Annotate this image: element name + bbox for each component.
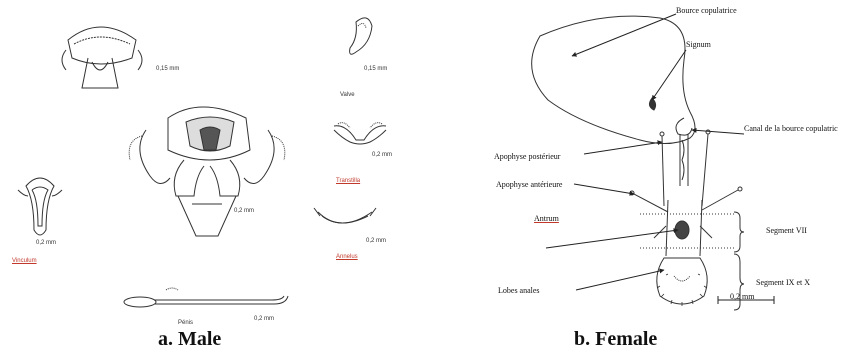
label-antrum: Antrum (534, 214, 559, 223)
scale-capsule-small: 0,15 mm (156, 66, 179, 72)
label-apophyse-anterieure: Apophyse antérieure (496, 180, 562, 189)
male-valve (350, 18, 372, 54)
label-apophyse-posterieur: Apophyse postérieur (494, 152, 560, 161)
female-lobes (657, 258, 707, 306)
female-segments (640, 200, 736, 256)
label-penis: Pénis (178, 320, 193, 326)
label-canal: Canal de la bource copulatric (744, 124, 838, 133)
female-bourse (532, 16, 695, 143)
male-vinculum (18, 178, 62, 235)
label-segment-ix-x: Segment IX et X (756, 278, 810, 287)
female-canal (676, 118, 692, 186)
label-lobes-anales: Lobes anales (498, 286, 540, 295)
label-vinculum: Vinculum (12, 258, 37, 264)
female-leaders (546, 14, 744, 290)
label-segment-vii: Segment VII (766, 226, 807, 235)
caption-female: b. Female (574, 328, 657, 351)
label-signum: Signum (686, 40, 711, 49)
male-capsule-small (62, 27, 142, 88)
caption-male: a. Male (158, 328, 221, 351)
scale-capsule-large: 0,2 mm (234, 208, 254, 214)
male-penis (124, 288, 288, 307)
scale-valve: 0,15 mm (364, 66, 387, 72)
label-transtilla: Transtilla (336, 178, 360, 184)
scale-annelus: 0,2 mm (366, 238, 386, 244)
male-capsule-large (129, 107, 285, 236)
scale-vinculum: 0,2 mm (36, 240, 56, 246)
scale-transtilla: 0,2 mm (372, 152, 392, 158)
label-bourse: Bource copulatrice (676, 6, 737, 15)
scale-penis: 0,2 mm (254, 316, 274, 322)
female-apophyses (630, 130, 742, 212)
male-annelus (314, 208, 376, 223)
male-transtilla (334, 123, 386, 144)
label-valve: Valve (340, 92, 355, 98)
label-annelus: Annelus (336, 254, 358, 260)
label-female-scale: 0,2 mm (730, 292, 754, 301)
